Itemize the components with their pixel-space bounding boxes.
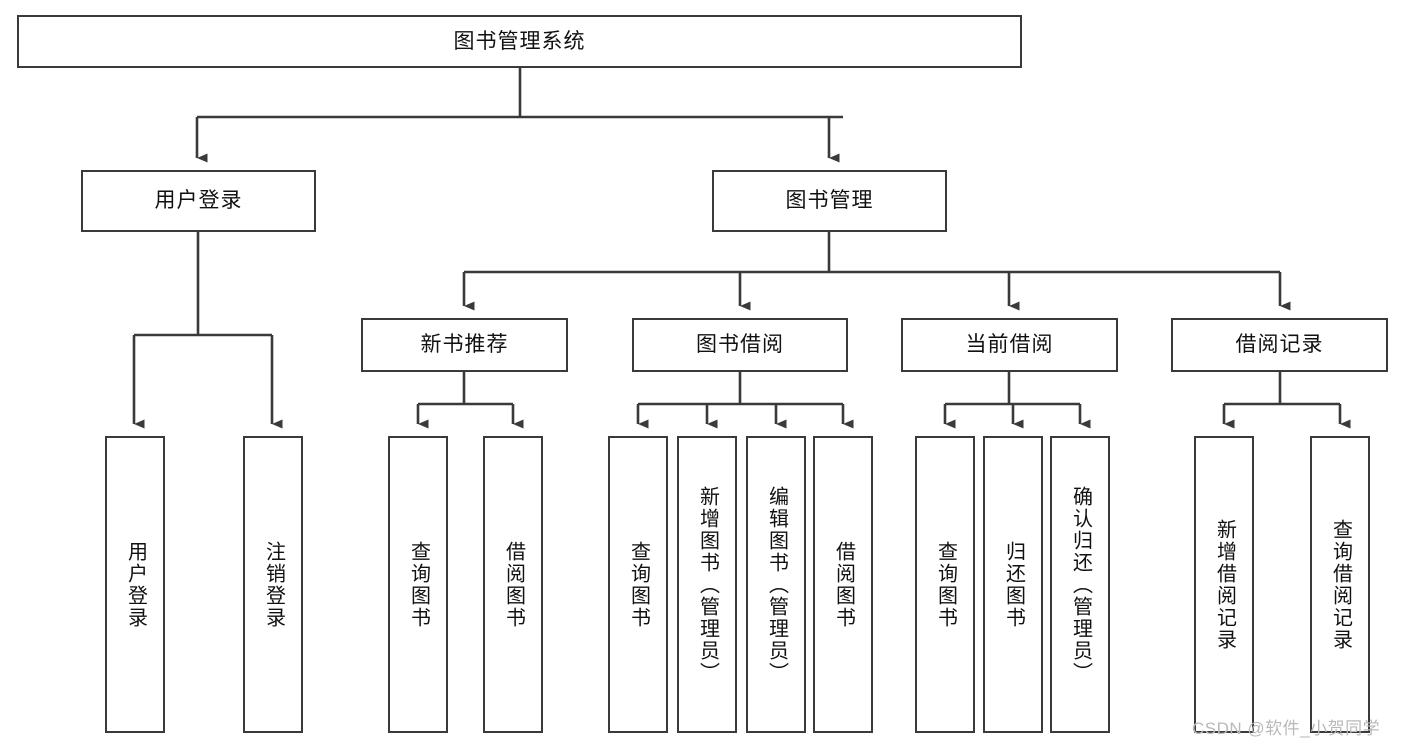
leaf-label: 借阅图书 — [502, 540, 525, 629]
node-borrow-record[interactable]: 借阅记录 — [1171, 318, 1388, 372]
leaf-label: 借阅图书 — [832, 540, 855, 629]
leaf-borrow-book-2[interactable]: 借阅图书 — [813, 436, 873, 733]
leaf-label: 编辑图书（管理员） — [765, 485, 788, 684]
leaf-label: 注销登录 — [262, 540, 285, 629]
leaf-return-book[interactable]: 归还图书 — [983, 436, 1043, 733]
leaf-add-book[interactable]: 新增图书（管理员） — [677, 436, 737, 733]
node-user-login[interactable]: 用户登录 — [81, 170, 316, 232]
leaf-query-book-1[interactable]: 查询图书 — [388, 436, 448, 733]
leaf-label: 查询图书 — [407, 540, 430, 629]
leaf-label: 查询图书 — [627, 540, 650, 629]
leaf-label: 新增图书（管理员） — [696, 485, 719, 684]
leaf-query-book-3[interactable]: 查询图书 — [915, 436, 975, 733]
leaf-label: 用户登录 — [124, 540, 147, 629]
leaf-add-borrow-record[interactable]: 新增借阅记录 — [1194, 436, 1254, 733]
leaf-query-borrow-record[interactable]: 查询借阅记录 — [1310, 436, 1370, 733]
leaf-label: 确认归还（管理员） — [1069, 485, 1092, 684]
leaf-borrow-book-1[interactable]: 借阅图书 — [483, 436, 543, 733]
node-book-borrow[interactable]: 图书借阅 — [632, 318, 848, 372]
node-book-manage[interactable]: 图书管理 — [712, 170, 947, 232]
node-new-book-recommend[interactable]: 新书推荐 — [361, 318, 568, 372]
watermark-text: CSDN @软件_小贺同学 — [1192, 719, 1381, 738]
leaf-label: 归还图书 — [1002, 540, 1025, 629]
node-root[interactable]: 图书管理系统 — [17, 15, 1022, 68]
leaf-label: 查询图书 — [934, 540, 957, 629]
leaf-logout[interactable]: 注销登录 — [243, 436, 303, 733]
leaf-label: 查询借阅记录 — [1329, 518, 1352, 651]
leaf-query-book-2[interactable]: 查询图书 — [608, 436, 668, 733]
leaf-label: 新增借阅记录 — [1213, 518, 1236, 651]
leaf-user-login[interactable]: 用户登录 — [105, 436, 165, 733]
leaf-confirm-return[interactable]: 确认归还（管理员） — [1050, 436, 1110, 733]
node-current-borrow[interactable]: 当前借阅 — [901, 318, 1118, 372]
leaf-edit-book[interactable]: 编辑图书（管理员） — [746, 436, 806, 733]
